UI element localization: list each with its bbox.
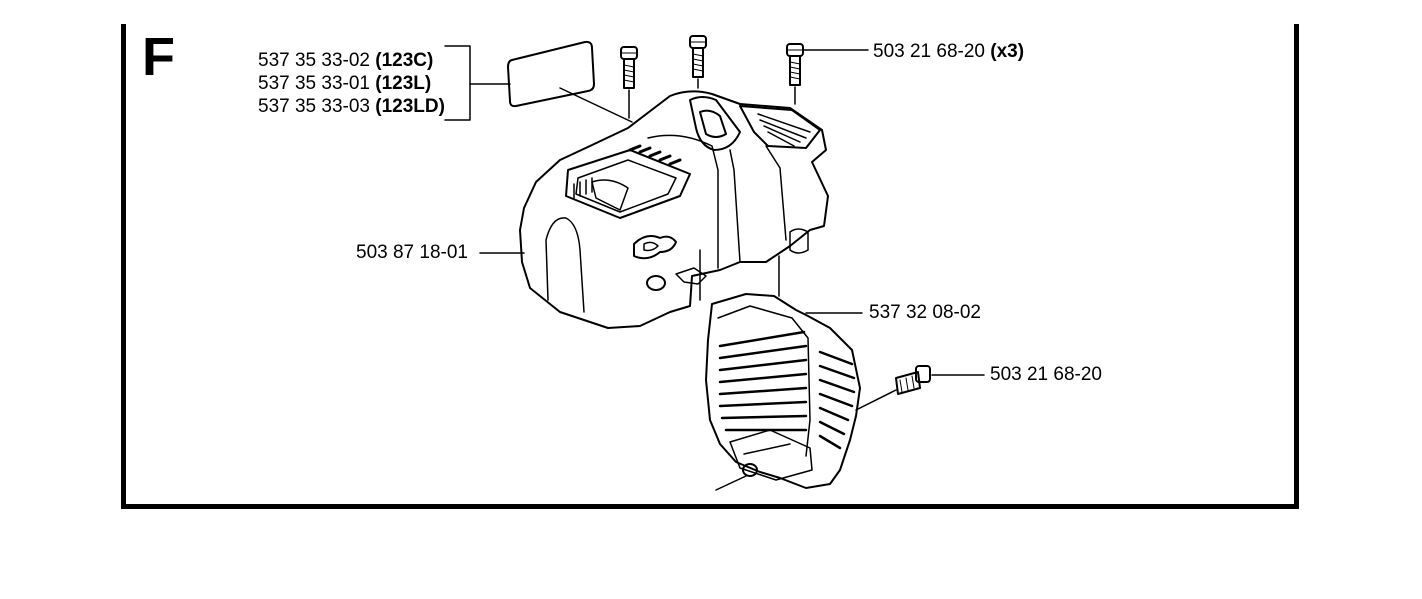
screw-top-2 <box>689 35 707 89</box>
screw-top-3 <box>786 43 869 105</box>
decal-sticker <box>507 40 633 123</box>
label-screws-top: 503 21 68-20 (x3) <box>873 41 1025 62</box>
side-cover <box>705 293 863 491</box>
screw-top-1 <box>620 46 638 119</box>
label-decal-123c: 537 35 33-02 (123C) <box>258 50 434 71</box>
section-letter: F <box>142 27 175 87</box>
label-decal-123ld: 537 35 33-03 (123LD) <box>258 96 445 117</box>
screw-side <box>855 365 985 411</box>
cylinder-cover <box>479 90 829 329</box>
label-decal-123l: 537 35 33-01 (123L) <box>258 73 432 94</box>
label-cylinder-cover: 503 87 18-01 <box>356 242 468 263</box>
label-screw-side: 503 21 68-20 <box>990 364 1102 385</box>
decal-bracket <box>444 45 511 121</box>
diagram-frame <box>121 24 1299 509</box>
label-side-cover: 537 32 08-02 <box>869 302 981 323</box>
